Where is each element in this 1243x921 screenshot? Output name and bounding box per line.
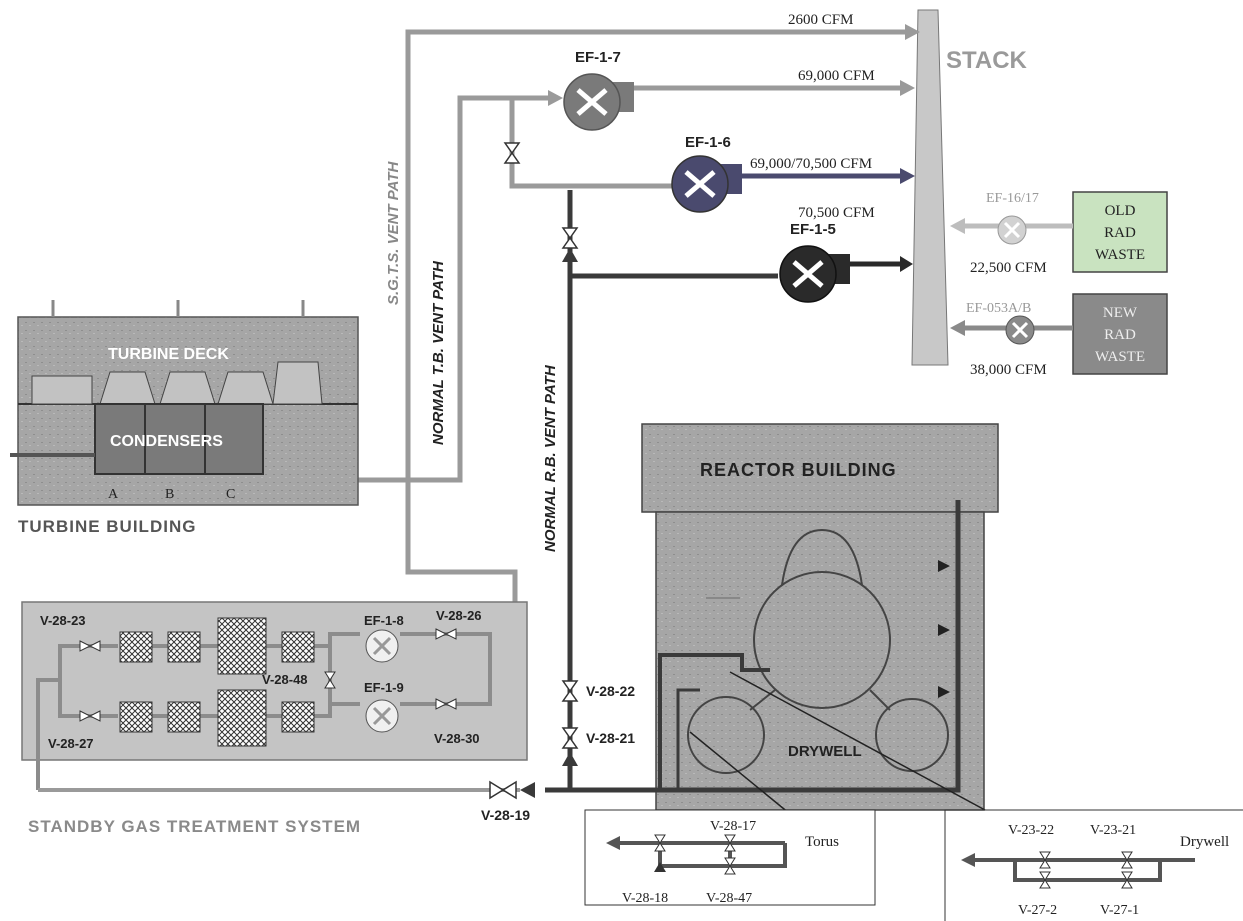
- fan-ef-1-7: [563, 73, 634, 131]
- turbine-deck-label: TURBINE DECK: [108, 346, 229, 363]
- fan-ef-1-5: [779, 245, 850, 303]
- condenser-a-label: A: [108, 487, 119, 502]
- condensers-label: CONDENSERS: [110, 433, 223, 450]
- stack-label: STACK: [946, 47, 1028, 74]
- drywell-inset-piping: [975, 858, 1195, 882]
- torus-label: Torus: [805, 834, 839, 850]
- new-rad-line1: NEW: [1103, 305, 1138, 321]
- valve-v-28-19: [489, 780, 517, 800]
- drywell-inset-label: Drywell: [1180, 834, 1229, 850]
- sgts-system: [21, 601, 528, 790]
- new-rad-arrow: [950, 320, 965, 336]
- valve-v-28-27-label: V-28-27: [48, 736, 94, 751]
- tb-crossover-valve: [503, 142, 521, 164]
- valve-v-23-22-label: V-23-22: [1008, 823, 1054, 838]
- stack: [911, 9, 949, 366]
- new-rad-waste-box: [1072, 293, 1168, 375]
- ef16-arrow: [900, 168, 915, 184]
- drywell-inset: [944, 809, 1243, 921]
- valve-v-28-22-label: V-28-22: [586, 683, 635, 699]
- reactor-building-label: REACTOR BUILDING: [700, 460, 897, 480]
- valve-v-28-26-label: V-28-26: [436, 608, 482, 623]
- valve-v-28-22: [561, 680, 579, 702]
- valve-v-28-21: [561, 727, 579, 749]
- sgts-arrow: [905, 24, 920, 40]
- valve-v-27-2-label: V-27-2: [1018, 903, 1057, 918]
- valve-v-27-1-label: V-27-1: [1100, 903, 1139, 918]
- fan-ef-1-5-label: EF-1-5: [790, 221, 836, 238]
- old-rad-arrow: [950, 218, 965, 234]
- fan-ef-1-6-label: EF-1-6: [685, 134, 731, 151]
- tb-vent-path-label: NORMAL T.B. VENT PATH: [430, 260, 447, 445]
- valve-v-28-47-label: V-28-47: [706, 891, 752, 906]
- valve-v-28-21-label: V-28-21: [586, 730, 635, 746]
- turbine-building-label: TURBINE BUILDING: [18, 517, 196, 536]
- ef16-flow-label: 69,000/70,500 CFM: [750, 156, 872, 172]
- valve-v-28-23-label: V-28-23: [40, 613, 86, 628]
- rb-lower-arrow: [562, 752, 578, 766]
- turbine-building: [10, 300, 359, 506]
- rb-up-arrow: [562, 248, 578, 262]
- ef15-arrow: [900, 256, 913, 272]
- fan-ef-1-9-label: EF-1-9: [364, 680, 404, 695]
- new-rad-line2: RAD: [1104, 327, 1136, 343]
- ef17-flow-label: 69,000 CFM: [798, 68, 875, 84]
- reactor-building: [545, 423, 999, 819]
- valve-v-28-19-label: V-28-19: [481, 807, 530, 823]
- valve-v-23-21-label: V-23-21: [1090, 823, 1136, 838]
- sgts-vent-path-label: S.G.T.S. VENT PATH: [385, 160, 402, 305]
- old-rad-line3: WASTE: [1095, 247, 1145, 263]
- fan-ef-053a-b-label: EF-053A/B: [966, 301, 1031, 316]
- rb-vent-path-label: NORMAL R.B. VENT PATH: [542, 364, 559, 552]
- tb-vent-path-pipe: [335, 95, 672, 483]
- valve-v-28-18-label: V-28-18: [622, 891, 668, 906]
- fan-ef-16-17: [997, 215, 1027, 245]
- sgts-system-label: STANDBY GAS TREATMENT SYSTEM: [28, 817, 361, 836]
- fan-ef-1-7-label: EF-1-7: [575, 49, 621, 66]
- sgts-flow-label: 2600 CFM: [788, 12, 853, 28]
- ef15-flow-label: 70,500 CFM: [798, 205, 875, 221]
- fan-ef-1-6: [671, 155, 742, 213]
- fan-ef-16-17-label: EF-16/17: [986, 191, 1039, 206]
- old-rad-flow-label: 22,500 CFM: [970, 260, 1047, 276]
- tb-arrow: [548, 90, 563, 106]
- old-rad-line2: RAD: [1104, 225, 1136, 241]
- rb-to-sgts-arrow: [520, 782, 535, 798]
- old-rad-waste-box: [1072, 191, 1168, 273]
- valve-v-28-48-label: V-28-48: [262, 672, 308, 687]
- condenser-b-label: B: [165, 487, 174, 502]
- valve-v-28-17-label: V-28-17: [710, 819, 756, 834]
- new-rad-line3: WASTE: [1095, 349, 1145, 365]
- new-rad-flow-label: 38,000 CFM: [970, 362, 1047, 378]
- rb-upper-valve: [561, 227, 579, 249]
- drywell-label: DRYWELL: [788, 743, 862, 760]
- fan-ef-1-8-label: EF-1-8: [364, 613, 404, 628]
- fan-ef-053a-b: [1005, 315, 1035, 345]
- valve-v-28-30-label: V-28-30: [434, 731, 480, 746]
- condenser-c-label: C: [226, 487, 235, 502]
- ef17-arrow: [900, 80, 915, 96]
- old-rad-line1: OLD: [1105, 203, 1136, 219]
- torus-inset: [584, 809, 876, 906]
